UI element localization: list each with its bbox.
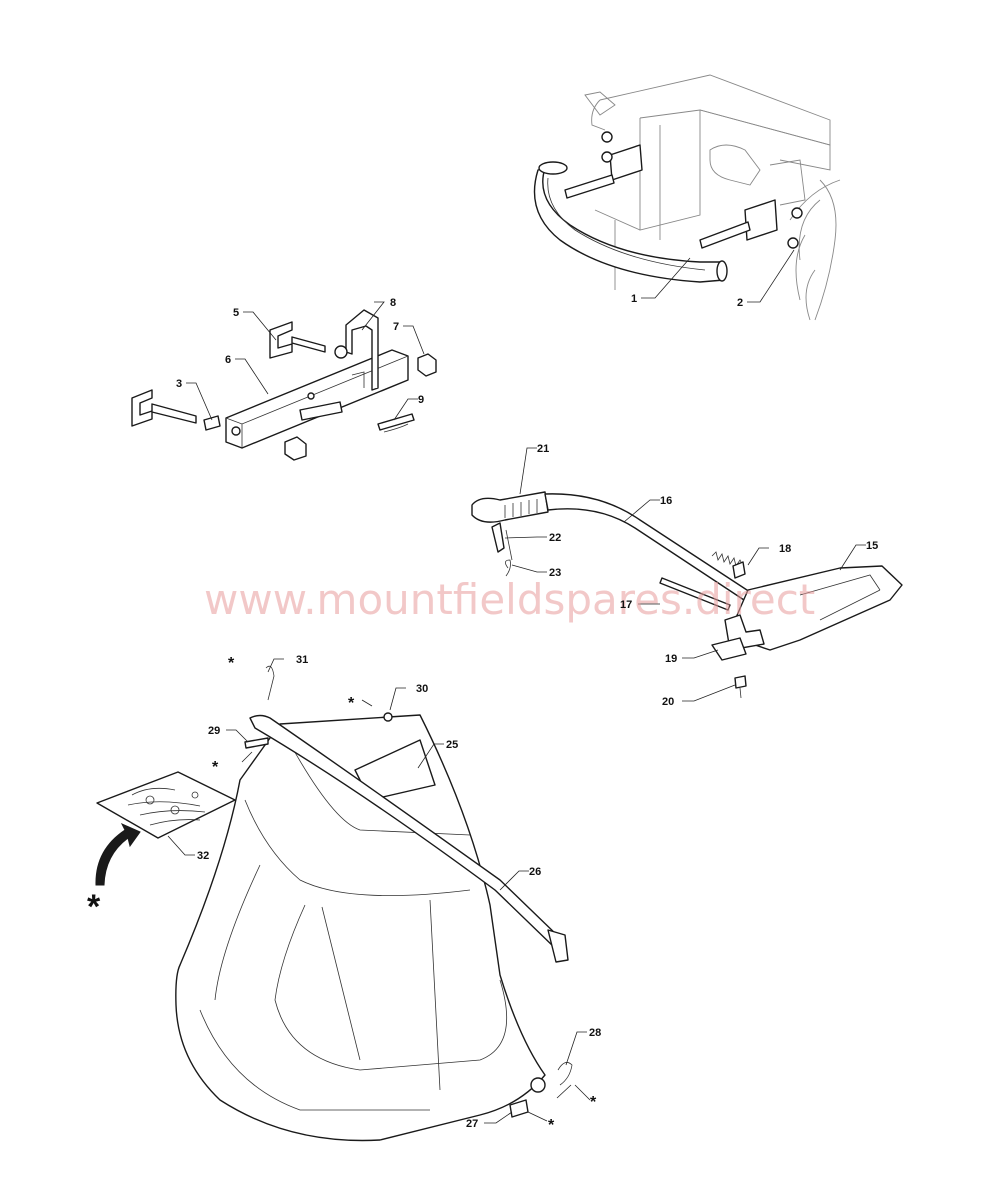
callout-9: 9 [418, 394, 424, 406]
callout-18: 18 [779, 543, 791, 555]
kit-marker-30: * [348, 695, 355, 712]
callout-2: 2 [737, 297, 743, 309]
callout-5: 5 [233, 307, 239, 319]
grass-collector [95, 665, 573, 1142]
callout-27: 27 [466, 1118, 478, 1130]
callout-22: 22 [549, 532, 561, 544]
callout-16: 16 [660, 495, 672, 507]
callout-29: 29 [208, 725, 220, 737]
callout-3: 3 [176, 378, 182, 390]
callout-15: 15 [866, 540, 878, 552]
handle-assembly [471, 491, 903, 699]
callout-7: 7 [393, 321, 399, 333]
kit-marker-31: * [228, 655, 235, 672]
callout-28: 28 [589, 1027, 601, 1039]
kit-marker-28: * [590, 1094, 597, 1111]
callout-17: 17 [620, 599, 632, 611]
callout-6: 6 [225, 354, 231, 366]
watermark-text: www.mountfieldspares.direct [204, 575, 815, 624]
callout-25: 25 [446, 739, 458, 751]
tractor-frame [533, 74, 841, 321]
callout-26: 26 [529, 866, 541, 878]
callout-19: 19 [665, 653, 677, 665]
kit-marker-29: * [212, 759, 219, 776]
callout-1: 1 [631, 293, 637, 305]
kit-marker-32: * [87, 888, 101, 926]
kit-markers: * * * * * * [87, 655, 597, 1134]
callout-30: 30 [416, 683, 428, 695]
callout-31: 31 [296, 654, 308, 666]
callout-23: 23 [549, 567, 561, 579]
callout-labels: 1 2 3 5 6 7 8 9 15 16 17 18 19 20 21 22 … [176, 293, 878, 1130]
kit-marker-27: * [548, 1117, 555, 1134]
leader-lines [167, 249, 866, 1124]
callout-32: 32 [197, 850, 209, 862]
callout-20: 20 [662, 696, 674, 708]
callout-21: 21 [537, 443, 549, 455]
callout-8: 8 [390, 297, 396, 309]
